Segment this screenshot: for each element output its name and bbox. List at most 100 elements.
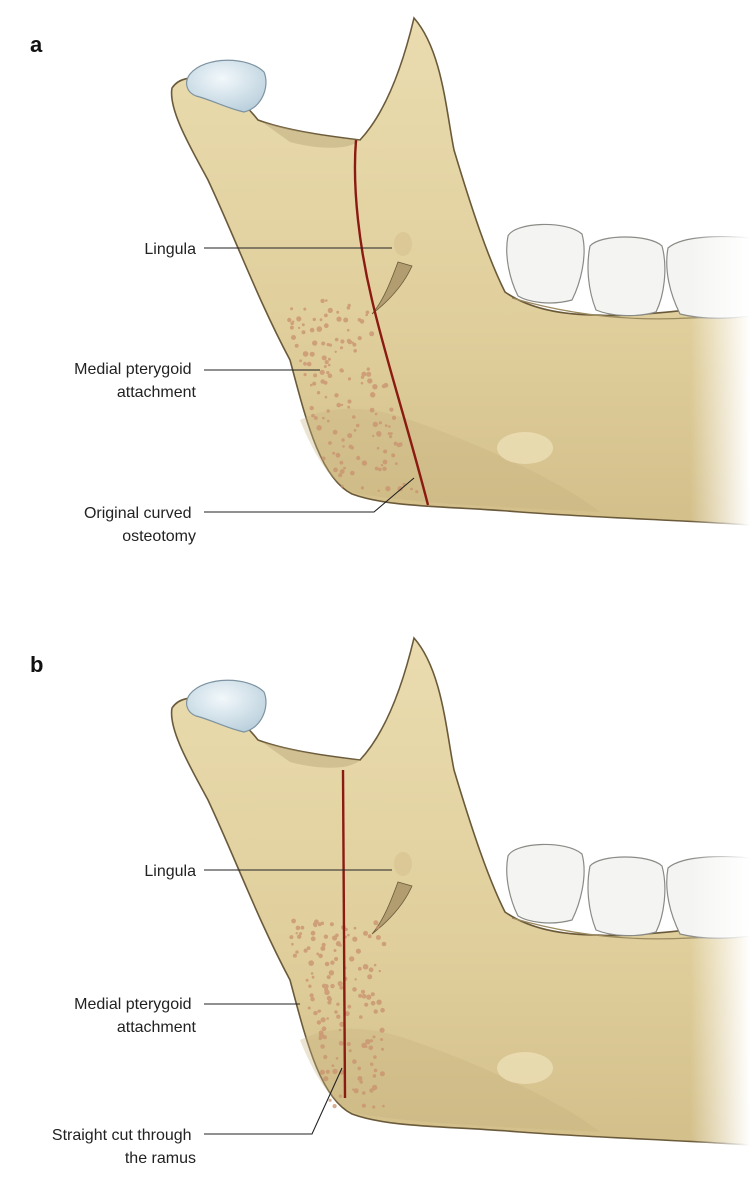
attachment-dot xyxy=(339,1041,344,1046)
attachment-dot xyxy=(319,1037,322,1040)
attachment-dot xyxy=(320,299,324,303)
attachment-dot xyxy=(333,430,338,435)
attachment-dot xyxy=(304,373,307,376)
attachment-dot xyxy=(383,460,388,465)
attachment-dot xyxy=(347,1042,351,1046)
attachment-dot xyxy=(358,967,362,971)
attachment-dot xyxy=(317,326,323,332)
attachment-dot xyxy=(362,994,367,999)
attachment-dot xyxy=(299,932,302,935)
attachment-dot xyxy=(366,372,371,377)
attachment-dot xyxy=(370,408,375,413)
attachment-dot xyxy=(363,964,369,970)
attachment-dot xyxy=(356,424,360,428)
attachment-dot xyxy=(296,316,301,321)
attachment-dot xyxy=(370,1063,373,1066)
attachment-dot xyxy=(293,954,297,958)
attachment-dot xyxy=(326,1017,329,1020)
attachment-dot xyxy=(297,935,301,939)
attachment-dot xyxy=(362,1104,366,1108)
attachment-dot xyxy=(334,393,338,397)
attachment-dot xyxy=(336,941,341,946)
attachment-dot xyxy=(347,1005,351,1009)
attachment-dot xyxy=(392,416,396,420)
attachment-dot xyxy=(376,1000,381,1005)
attachment-dot xyxy=(338,473,342,477)
attachment-dot xyxy=(321,1017,326,1022)
attachment-dot xyxy=(410,488,413,491)
attachment-dot xyxy=(312,976,315,979)
attachment-dot xyxy=(379,970,381,972)
attachment-dot xyxy=(374,964,377,967)
attachment-dot xyxy=(336,1003,339,1006)
attachment-dot xyxy=(308,1007,311,1010)
attachment-dot xyxy=(350,471,355,476)
panel-b-osteotomy-label: Straight cut through the ramus xyxy=(52,1127,196,1167)
attachment-dot xyxy=(365,1045,368,1048)
attachment-dot xyxy=(388,425,391,428)
attachment-dot xyxy=(339,986,343,990)
attachment-dot xyxy=(378,490,380,492)
attachment-dot xyxy=(323,1055,327,1059)
attachment-dot xyxy=(336,403,341,408)
attachment-dot xyxy=(382,467,386,471)
attachment-dot xyxy=(376,926,379,929)
attachment-dot xyxy=(330,961,334,965)
attachment-dot xyxy=(333,1104,337,1108)
attachment-dot xyxy=(356,949,361,954)
attachment-dot xyxy=(369,1046,374,1051)
attachment-dot xyxy=(332,1069,337,1074)
attachment-dot xyxy=(352,1088,354,1090)
attachment-dot xyxy=(320,1070,325,1075)
attachment-dot xyxy=(362,460,367,465)
attachment-dot xyxy=(380,1028,385,1033)
attachment-dot xyxy=(383,450,387,454)
attachment-dot xyxy=(352,415,356,419)
attachment-dot xyxy=(311,414,315,418)
attachment-dot xyxy=(329,344,332,347)
attachment-dot xyxy=(368,934,372,938)
attachment-dot xyxy=(376,431,381,436)
panel-a-foramen xyxy=(394,232,412,256)
attachment-dot xyxy=(313,318,316,321)
attachment-dot xyxy=(382,1105,385,1108)
attachment-dot xyxy=(342,445,345,448)
attachment-dot xyxy=(375,413,378,416)
panel-a-lingula-label: Lingula xyxy=(144,241,196,258)
attachment-dot xyxy=(322,417,325,420)
attachment-dot xyxy=(380,1008,385,1013)
attachment-dot xyxy=(327,409,330,412)
attachment-dot xyxy=(302,330,306,334)
attachment-dot xyxy=(372,1085,377,1090)
attachment-dot xyxy=(298,327,300,329)
attachment-dot xyxy=(380,1071,385,1076)
attachment-dot xyxy=(372,1105,375,1108)
attachment-dot xyxy=(347,934,350,937)
panel-a-osteotomy-label: Original curved osteotomy xyxy=(84,505,196,545)
attachment-dot xyxy=(382,942,387,947)
attachment-dot xyxy=(358,994,362,998)
attachment-dot xyxy=(328,441,332,445)
attachment-dot xyxy=(385,486,390,491)
attachment-dot xyxy=(361,382,364,385)
attachment-dot xyxy=(381,1048,384,1051)
attachment-dot xyxy=(377,447,380,450)
attachment-dot xyxy=(385,424,388,427)
attachment-dot xyxy=(290,326,294,330)
attachment-dot xyxy=(325,299,328,302)
attachment-dot xyxy=(332,935,337,940)
attachment-dot xyxy=(314,416,318,420)
attachment-dot xyxy=(365,1039,370,1044)
attachment-dot xyxy=(371,1001,376,1006)
attachment-dot xyxy=(324,987,328,991)
panel-b-medial-pterygoid-label-line2: attachment xyxy=(117,1019,197,1036)
attachment-dot xyxy=(395,462,398,465)
panel-a-osteotomy-label-line2: osteotomy xyxy=(122,528,196,545)
attachment-dot xyxy=(317,1010,320,1013)
attachment-dot xyxy=(389,435,392,438)
attachment-dot xyxy=(310,352,315,357)
attachment-dot xyxy=(374,1069,378,1073)
attachment-dot xyxy=(317,1020,321,1024)
attachment-dot xyxy=(313,373,317,377)
panel-b-medial-pterygoid-label: Medial pterygoid attachment xyxy=(74,996,196,1036)
